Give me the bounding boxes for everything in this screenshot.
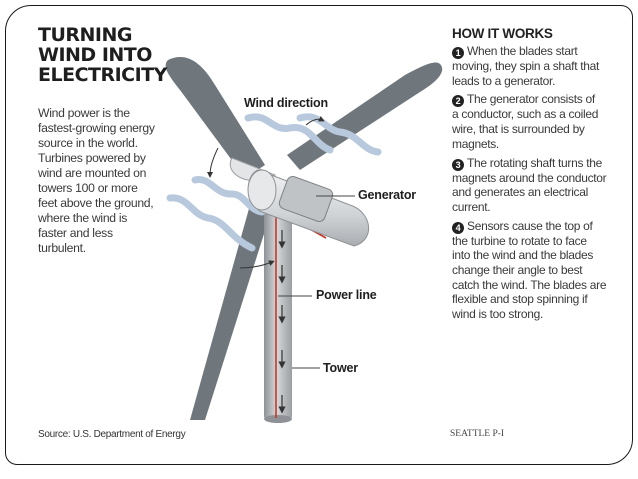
blade-upper-left [165, 57, 265, 179]
intro-line: towers 100 or more [38, 181, 138, 195]
blade-lower [190, 205, 270, 420]
step-line: The generator consists of [467, 92, 595, 107]
label-tower: Tower [323, 361, 358, 375]
step-line: When the blades start [467, 44, 578, 58]
step-line: change their angle to best [452, 263, 583, 278]
intro-line: Wind power is the [38, 106, 130, 120]
step-line: magnets. [452, 136, 499, 151]
step-number-badge: 2 [452, 95, 464, 108]
wind-arrows [166, 113, 382, 252]
step-number-badge: 4 [452, 221, 464, 234]
slide-frame [5, 5, 633, 465]
title-line: WIND INTO [38, 44, 152, 66]
step-line: flexible and stop spinning if [452, 292, 588, 307]
intro-paragraph: Wind power is the fastest-growing energy… [38, 106, 178, 256]
step-line: The rotating shaft turns the [467, 155, 603, 170]
intro-line: Turbines powered by [38, 151, 146, 165]
step-line: moving, they spin a shaft that [452, 59, 600, 73]
intro-line: where the wind is [38, 211, 128, 225]
step-line: the turbine to rotate to face [452, 233, 587, 248]
intro-line: feet above the ground, [38, 196, 154, 210]
step-line: catch the wind. The blades are [452, 277, 607, 292]
step-number-badge: 1 [452, 47, 464, 59]
title-line: TURNING [38, 24, 133, 46]
publisher-credit: SEATTLE P-I [450, 429, 505, 439]
intro-line: turbulent. [38, 241, 86, 255]
step-line: a conductor, such as a coiled [452, 107, 599, 122]
label-wind-direction: Wind direction [244, 96, 328, 110]
intro-line: fastest-growing energy [38, 121, 155, 135]
intro-line: wind are mounted on [38, 166, 147, 180]
step-line: wind is too strong. [452, 307, 544, 322]
intro-line: source in the world. [38, 136, 138, 150]
step-line: magnets around the conductor [452, 170, 607, 185]
tower [264, 205, 292, 423]
label-power-line: Power line [316, 288, 377, 302]
step-number-badge: 3 [452, 158, 464, 171]
step-line: and generates an electrical [452, 185, 588, 200]
step-line: Sensors cause the top of [467, 218, 593, 233]
intro-line: faster and less [38, 226, 113, 240]
source-credit: Source: U.S. Department of Energy [38, 429, 186, 440]
step-line: current. [452, 199, 491, 214]
label-generator: Generator [358, 188, 416, 202]
nacelle [229, 157, 370, 247]
title-line: ELECTRICITY [38, 64, 167, 86]
how-it-works-heading: HOW IT WORKS [452, 26, 553, 41]
page-title: TURNING WIND INTO ELECTRICITY [38, 25, 208, 85]
blade-upper-right [287, 62, 443, 171]
step-line: wire, that is surrounded by [452, 122, 585, 137]
step-line: leads to a generator. [452, 73, 556, 88]
step-line: into the wind and the blades [452, 248, 594, 263]
